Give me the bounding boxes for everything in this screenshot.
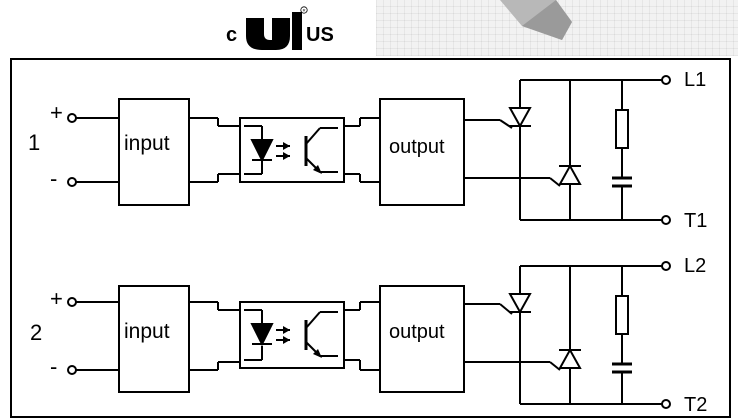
diagram-frame	[10, 58, 731, 418]
ch2-number: 2	[30, 320, 42, 345]
ch1-led-icon	[250, 139, 274, 163]
ch2-rc-snubber	[612, 266, 632, 404]
ch1-load-terminal-label: T1	[684, 210, 707, 232]
ch2-load-terminal-label: T2	[684, 394, 707, 416]
ch2-output-block	[379, 285, 465, 393]
ch2-led-icon	[250, 323, 274, 347]
ch1-line-terminal-label: L1	[684, 69, 706, 91]
ch1-rc-snubber	[612, 80, 632, 220]
product-photo	[376, 0, 738, 56]
ch1-l-terminal	[661, 75, 671, 85]
ch2-plus-label: +	[50, 286, 63, 311]
ch2-minus-label: -	[50, 354, 57, 379]
ch2-optocoupler	[239, 301, 345, 369]
ch1-t-terminal	[661, 215, 671, 225]
cert-c-letter: c	[226, 24, 238, 46]
channel-2-circuit	[67, 261, 671, 409]
ch1-thyristor-icon	[499, 80, 532, 220]
ch2-plus-terminal	[67, 297, 77, 307]
channel-1-circuit	[67, 75, 671, 225]
svg-text:R: R	[303, 8, 306, 13]
ul-logo-icon: R	[246, 6, 308, 50]
header: c R US	[0, 0, 738, 56]
ch1-input-block	[118, 98, 190, 206]
ul-certification-logo: c R US	[218, 4, 338, 52]
ch2-resistor-icon	[615, 295, 629, 335]
ch2-l-terminal	[661, 261, 671, 271]
ch2-line-terminal-label: L2	[684, 255, 706, 277]
ch1-plus-terminal	[67, 113, 77, 123]
cert-us-letters: US	[306, 24, 334, 46]
ch2-triac-icon	[549, 266, 582, 404]
ch1-optocoupler	[239, 117, 345, 183]
ch1-minus-label: -	[50, 166, 57, 191]
ch2-thyristor-icon	[499, 266, 532, 404]
ch1-resistor-icon	[615, 109, 629, 149]
ch2-input-label: input	[124, 320, 170, 343]
ch2-minus-terminal	[67, 365, 77, 375]
ch2-output-label: output	[389, 321, 445, 343]
ch1-output-label: output	[389, 136, 445, 158]
ch1-minus-terminal	[67, 177, 77, 187]
ch1-plus-label: +	[50, 100, 63, 125]
ch1-input-label: input	[124, 132, 170, 155]
ch1-output-block	[379, 98, 465, 206]
ch2-t-terminal	[661, 399, 671, 409]
relay-module-image	[500, 0, 572, 40]
ch1-number: 1	[28, 130, 40, 155]
ch1-triac-icon	[549, 80, 582, 220]
ch2-input-block	[118, 285, 190, 393]
